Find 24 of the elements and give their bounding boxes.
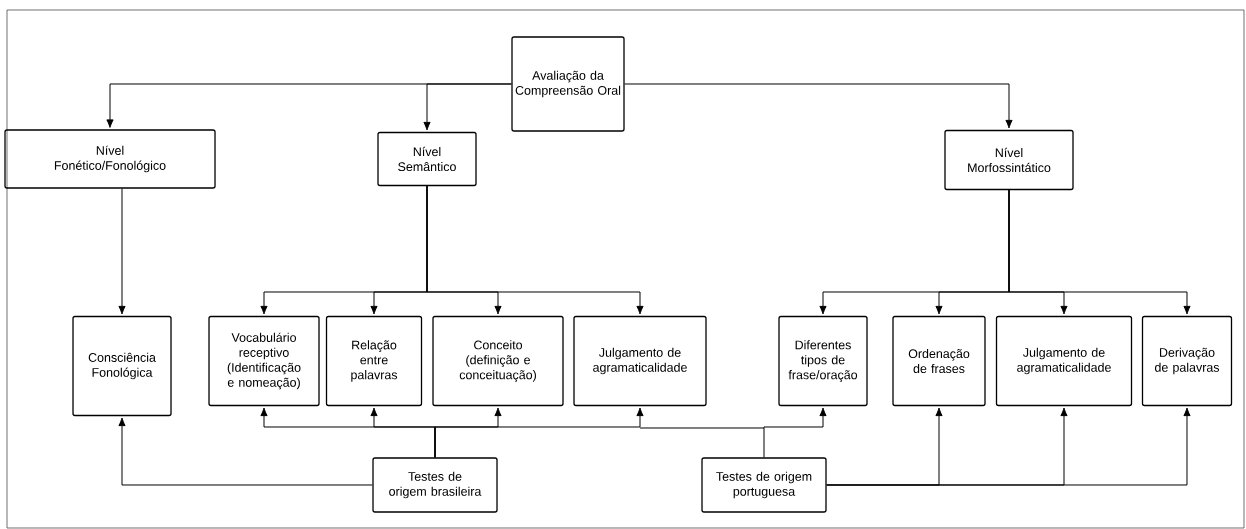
text-box: Relação entre palavras	[325, 315, 423, 407]
text-box: Diferentes tipos de frase/oração	[778, 315, 868, 407]
text-box: Avaliação da Compreensão Oral	[511, 36, 625, 132]
text-box: Testes de origem portuguesa	[701, 457, 827, 513]
arrow	[1008, 189, 1191, 315]
arrow	[423, 83, 512, 131]
text-box: Ordenação de frases	[892, 315, 986, 407]
arrow	[118, 188, 126, 315]
arrow	[118, 417, 373, 486]
text-box: Nível Fonético/Fonológico	[4, 129, 216, 189]
arrow	[426, 185, 644, 315]
text-box: Conceito (definição e conceituação)	[432, 315, 564, 407]
text-box: Consciência Fonológica	[72, 315, 172, 417]
arrow	[826, 407, 1191, 486]
text-box: Julgamento de agramaticalidade	[995, 315, 1133, 407]
text-box: Vocabulário receptivo (Identificação e nomeação)	[208, 315, 320, 407]
arrow	[624, 83, 1013, 129]
text-box: Nível Morfossintático	[944, 129, 1074, 191]
text-box: Testes de origem brasileira	[372, 457, 498, 513]
text-box: Nível Semântico	[377, 131, 477, 187]
arrow	[763, 407, 827, 458]
text-box: Julgamento de agramaticalidade	[573, 315, 707, 407]
text-box: Derivação de palavras	[1141, 315, 1233, 407]
arrow	[434, 407, 644, 458]
